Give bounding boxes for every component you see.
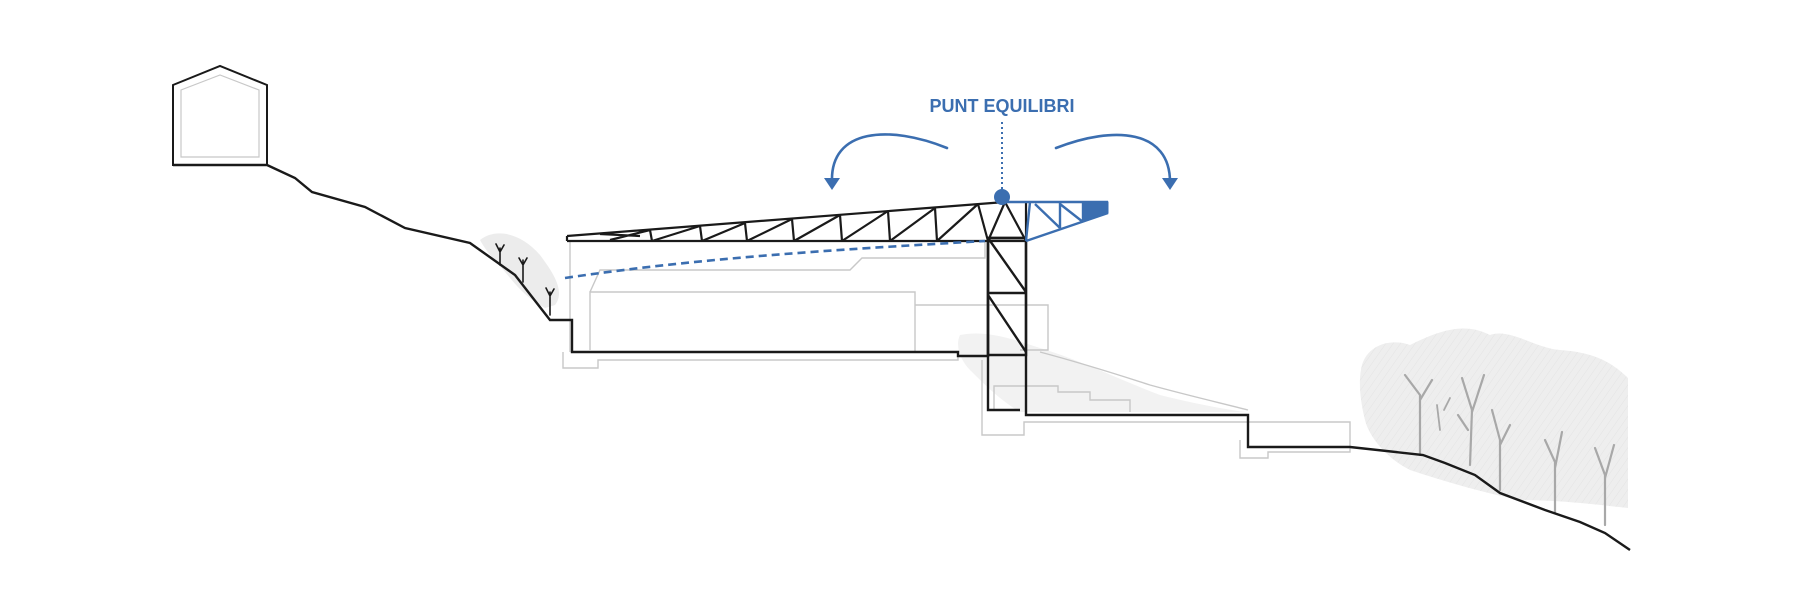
core-ties — [986, 237, 1027, 412]
truss-top-chord — [566, 200, 1006, 238]
cantilever-chord-bottom — [1025, 211, 1109, 243]
equilibrium-marker: PUNT EQUILIBRI — [929, 96, 1075, 205]
house-outline — [172, 64, 268, 166]
tree — [518, 257, 528, 283]
cantilever-web — [1024, 201, 1085, 242]
rotation-arrows — [824, 133, 1178, 190]
vegetation-left — [480, 233, 560, 308]
trees-left — [495, 243, 555, 316]
deflection-curve — [564, 239, 986, 280]
tree — [1490, 408, 1512, 492]
equilibrium-label: PUNT EQUILIBRI — [929, 96, 1074, 116]
vegetation-mid — [958, 333, 1245, 412]
tree — [545, 287, 555, 316]
arrowhead-right-icon — [1162, 178, 1178, 190]
tree — [1436, 397, 1451, 431]
tree — [495, 243, 505, 266]
tree — [1456, 373, 1486, 467]
ghost-steps — [993, 385, 1131, 412]
ghost-basement-core — [981, 360, 1351, 459]
roof-truss — [565, 200, 1028, 243]
arrowhead-left-icon — [824, 178, 840, 190]
equilibrium-point — [994, 189, 1010, 205]
ghost-basement-left — [562, 352, 959, 369]
ghost-right-wing — [915, 304, 1049, 351]
cantilever-tip — [1082, 201, 1109, 221]
cantilever — [1005, 200, 1109, 243]
ghost-room-outline — [589, 291, 916, 352]
tree — [1593, 443, 1616, 527]
truss-web — [599, 201, 1028, 243]
tree — [1403, 373, 1434, 457]
ghost-terrace — [1039, 351, 1249, 411]
hilltop-house — [172, 64, 268, 166]
structural-core — [986, 236, 1028, 412]
rotation-arrow-right — [1054, 133, 1172, 184]
ghost-building-elements — [562, 242, 1351, 459]
rotation-arrow-left — [830, 133, 949, 184]
trees-right — [1403, 373, 1616, 527]
house-inner-outline — [180, 74, 260, 158]
tree — [1543, 430, 1564, 514]
